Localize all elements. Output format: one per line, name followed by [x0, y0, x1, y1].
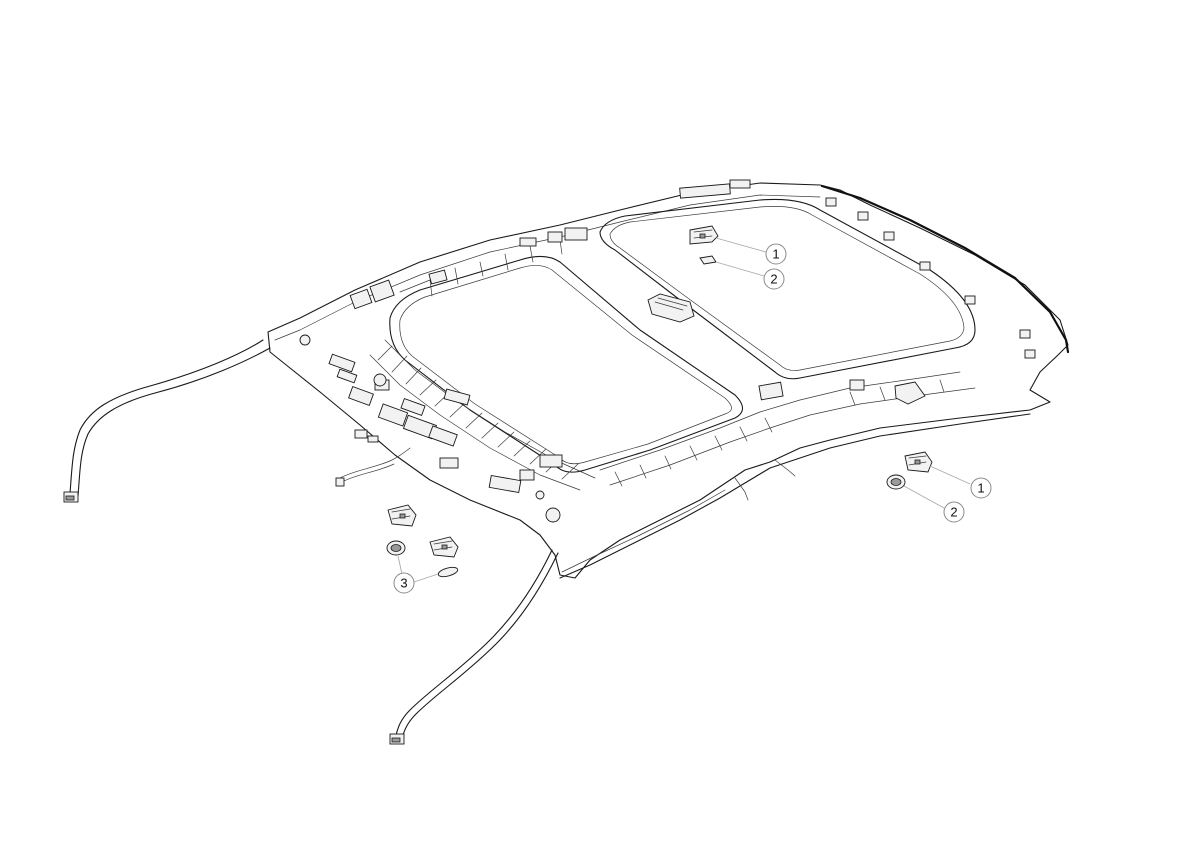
callout-label: 2: [950, 505, 957, 520]
rear-edge-clips: [825, 197, 1036, 359]
wiring-harness-upper: [63, 339, 271, 503]
callout-1-top: 1: [765, 243, 787, 265]
part-3-left-lens: [437, 566, 459, 578]
part-1-top-lamp: [689, 225, 719, 245]
part-2-top-lens: [699, 255, 717, 265]
headliner-clips: [299, 179, 926, 523]
callout-2-top: 2: [763, 268, 785, 290]
part-2-right-bezel: [886, 474, 906, 490]
rib-band-front-edge: [399, 239, 563, 297]
callout-leaders: [397, 237, 971, 583]
callout-label: 3: [400, 576, 407, 591]
callout-3-left: 3: [393, 572, 415, 594]
wiring-harness-lower: [389, 549, 559, 745]
callout-label: 2: [770, 272, 777, 287]
callout-2-right: 2: [943, 501, 965, 523]
part-lamp-left-a: [387, 504, 417, 527]
part-lamp-left-b: [429, 536, 459, 558]
callout-1-right: 1: [970, 477, 992, 499]
callout-label: 1: [977, 481, 984, 496]
part-1-right-lamp: [904, 451, 933, 473]
wiring-harness-center: [335, 447, 411, 487]
rear-glass-opening: [599, 198, 976, 380]
part-3-left-bezel: [386, 540, 406, 556]
callout-label: 1: [772, 247, 779, 262]
